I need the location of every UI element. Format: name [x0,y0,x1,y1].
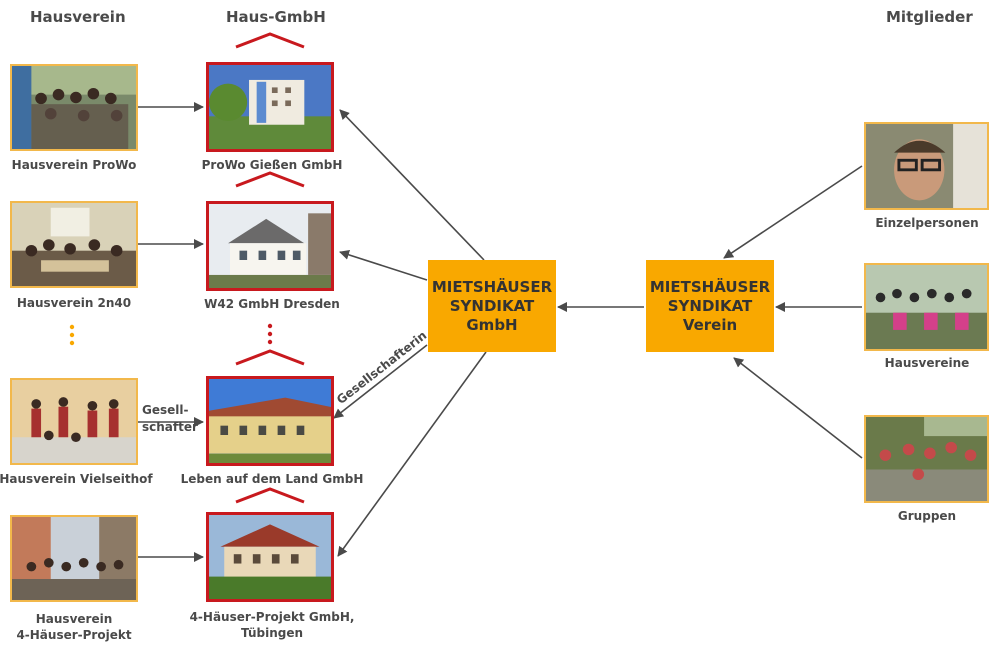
arrow-syndikat-prowo [339,109,485,261]
einzelpersonen-label: Einzelpersonen [875,216,979,230]
roof-leben [235,349,305,366]
column-header-haus-gmbh: Haus-GmbH [226,8,326,26]
einzelpersonen-photo [864,122,989,210]
ellipsis-gmbh [267,323,273,345]
hausverein-prowo-label: Hausverein ProWo [11,158,137,172]
hausverein-4haeuser-label: Hausverein 4-Häuser-Projekt [16,611,131,643]
gmbh-4haeuser-label: 4-Häuser-Projekt GmbH, Tübingen [190,609,355,641]
hausverein-prowo-photo [10,64,138,151]
syndikat-verein-line2: SYNDIKAT [667,296,753,315]
hausverein-4haeuser-photo [10,515,138,602]
gesellschafter-line2: schafter [142,420,198,434]
roof-w42 [235,171,305,188]
gmbh-4haeuser-photo [206,512,334,602]
roof-prowo [235,32,305,49]
syndikat-gmbh-line3: GmbH [466,315,518,334]
hausverein-vielseithof-photo [10,378,138,465]
gruppen-photo [864,415,989,503]
ellipsis-hausverein [69,324,75,346]
syndikat-gmbh-box: MIETSHÄUSER SYNDIKAT GmbH [428,260,556,352]
column-header-hausverein: Hausverein [30,8,126,26]
arrow-syndikat-w42 [339,249,428,281]
syndikat-verein-line1: MIETSHÄUSER [649,277,771,296]
syndikat-gmbh-line1: MIETSHÄUSER [431,277,553,296]
gmbh-4haeuser-label-line2: Tübingen [240,626,304,640]
arrow-gruppen [733,357,863,459]
gmbh-w42-photo [206,201,334,291]
hausvereine-label: Hausvereine [884,356,970,370]
arrow-einzelpersonen [723,165,863,259]
hausverein-2n40-label: Hausverein 2n40 [16,296,132,310]
gruppen-label: Gruppen [897,509,957,523]
hausverein-4haeuser-label-line2: 4-Häuser-Projekt [16,628,132,642]
arrow-syndikat-leben [333,344,428,419]
gmbh-prowo-photo [206,62,334,152]
gmbh-leben-photo [206,376,334,466]
hausverein-vielseithof-label: Hausverein Vielseithof [0,472,153,486]
roof-4haeuser [235,487,305,504]
syndikat-verein-box: MIETSHÄUSER SYNDIKAT Verein [646,260,774,352]
gmbh-leben-label: Leben auf dem Land GmbH [180,472,364,486]
gesellschafter-line1: Gesell- [142,403,189,417]
syndikat-gmbh-line2: SYNDIKAT [449,296,535,315]
hausvereine-photo [864,263,989,351]
column-header-mitglieder: Mitglieder [886,8,973,26]
gmbh-prowo-label: ProWo Gießen GmbH [201,158,343,172]
gmbh-4haeuser-label-line1: 4-Häuser-Projekt GmbH, [189,610,355,624]
hausverein-4haeuser-label-line1: Hausverein [35,612,113,626]
gesellschafter-label: Gesell- schafter [142,402,198,436]
gmbh-w42-label: W42 GmbH Dresden [204,297,340,311]
hausverein-2n40-photo [10,201,138,288]
arrow-syndikat-4haeuser [337,351,487,557]
syndikat-verein-line3: Verein [682,315,738,334]
